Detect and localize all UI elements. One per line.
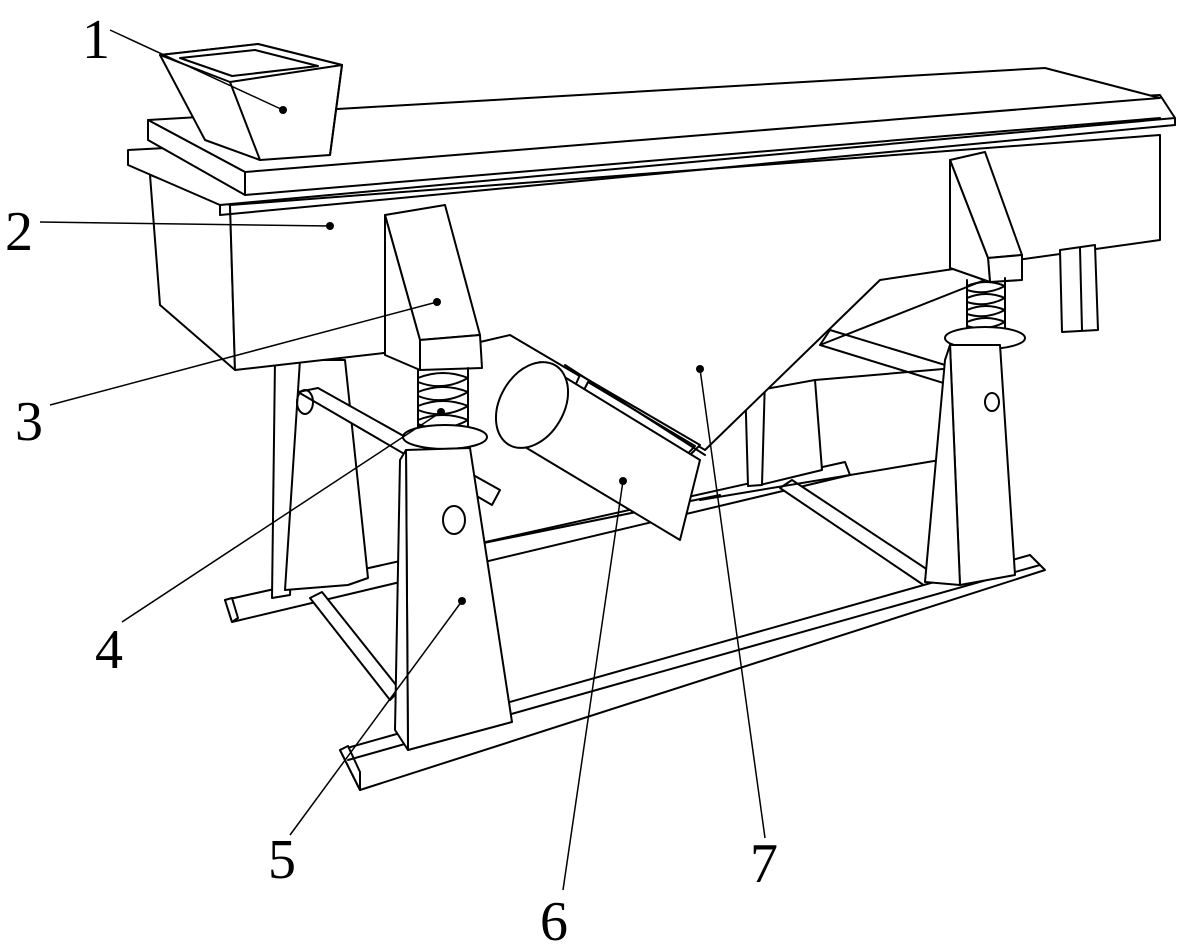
right-spring: [944, 277, 1026, 350]
label-2: 2: [5, 201, 33, 263]
leader-lines: [39, 29, 766, 891]
label-4: 4: [95, 619, 123, 681]
screen-box: [127, 67, 1176, 451]
label-5: 5: [268, 829, 296, 891]
left-bracket: [384, 204, 483, 371]
label-7: 7: [750, 833, 778, 895]
label-6: 6: [540, 891, 568, 950]
part-labels: 1 2 3 4 5 6 7: [5, 9, 778, 950]
vibration-motor: [494, 361, 706, 541]
label-1: 1: [82, 9, 110, 71]
right-bracket: [949, 151, 1023, 283]
label-3: 3: [15, 391, 43, 453]
left-spring: [402, 367, 488, 450]
feed-hopper: [159, 43, 343, 161]
right-support-post: [924, 344, 1016, 586]
